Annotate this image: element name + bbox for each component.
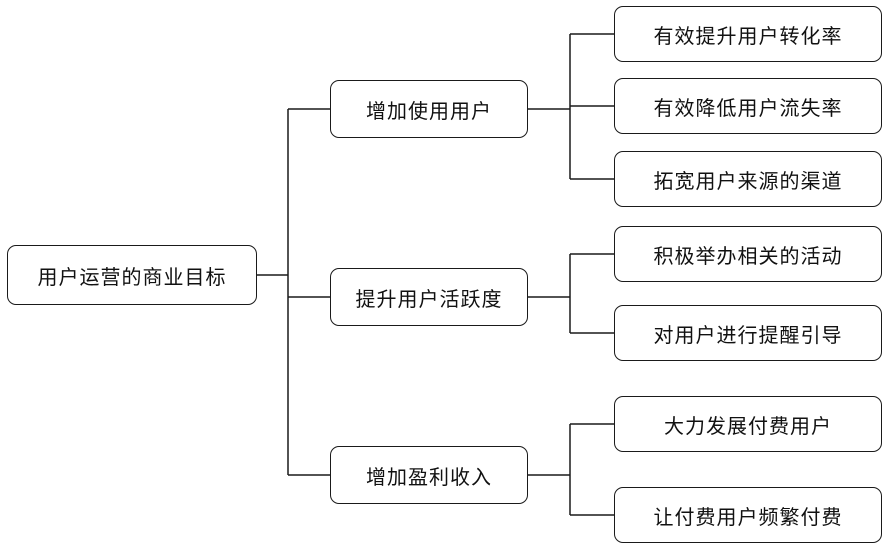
branch-node-increase-users: 增加使用用户 (330, 80, 528, 138)
root-node-label: 用户运营的商业目标 (37, 264, 227, 289)
branch-node-increase-revenue: 增加盈利收入 (330, 446, 528, 504)
branch-node-label: 增加使用用户 (366, 98, 492, 123)
branch-node-improve-activity: 提升用户活跃度 (330, 268, 528, 326)
leaf-node-user-channels: 拓宽用户来源的渠道 (614, 151, 882, 207)
leaf-node-label: 让付费用户频繁付费 (653, 504, 843, 529)
leaf-node-label: 有效降低用户流失率 (653, 95, 843, 120)
branch-node-label: 提升用户活跃度 (355, 286, 503, 311)
leaf-node-label: 拓宽用户来源的渠道 (653, 168, 843, 193)
leaf-node-label: 大力发展付费用户 (664, 413, 832, 438)
leaf-node-hold-events: 积极举办相关的活动 (614, 226, 882, 282)
branch-node-label: 增加盈利收入 (366, 464, 492, 489)
leaf-node-frequent-payment: 让付费用户频繁付费 (614, 487, 882, 543)
leaf-node-label: 有效提升用户转化率 (653, 23, 843, 48)
leaf-node-label: 积极举办相关的活动 (653, 243, 843, 268)
leaf-node-label: 对用户进行提醒引导 (653, 322, 843, 347)
leaf-node-user-reminders: 对用户进行提醒引导 (614, 305, 882, 361)
leaf-node-paying-users: 大力发展付费用户 (614, 396, 882, 452)
leaf-node-conversion-rate: 有效提升用户转化率 (614, 6, 882, 62)
leaf-node-churn-rate: 有效降低用户流失率 (614, 78, 882, 134)
root-node: 用户运营的商业目标 (7, 245, 257, 305)
